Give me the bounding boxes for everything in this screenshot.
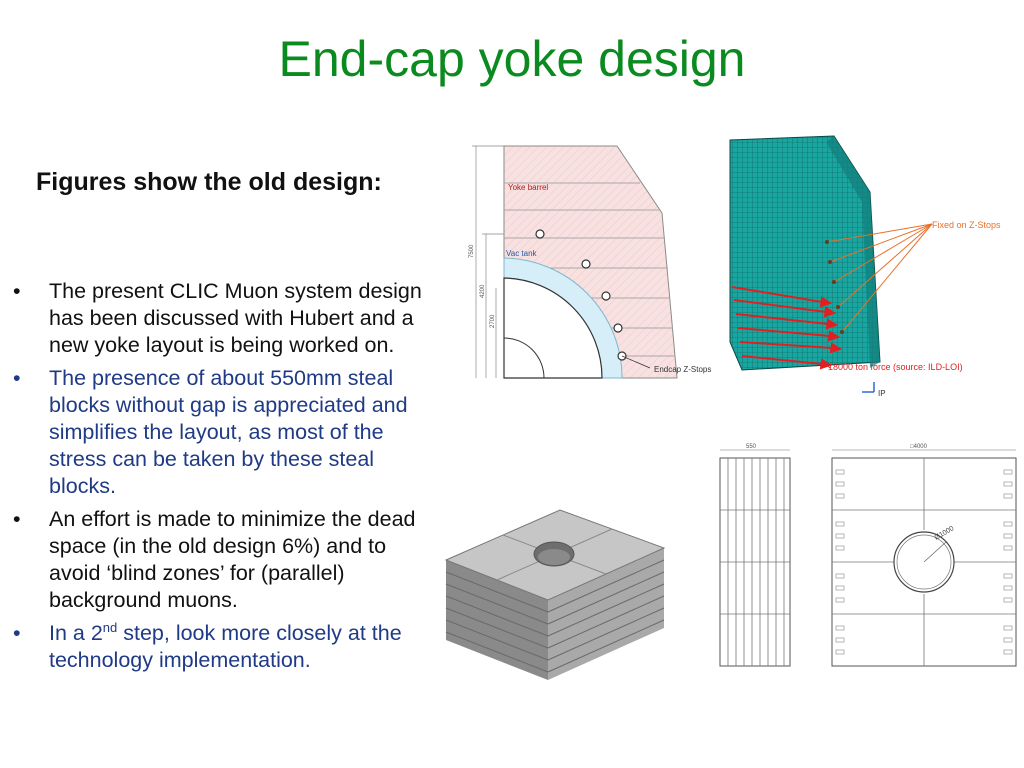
bullet-item: • The present CLIC Muon system design ha…: [10, 278, 440, 359]
bullet-text: An effort is made to minimize the dead s…: [49, 507, 416, 612]
fixed-label: Fixed on Z-Stops: [932, 220, 1001, 230]
bullet-text: In a 2nd step, look more closely at the …: [49, 619, 402, 672]
yoke-drawing-figure: 7500 4200 2700 Yoke barrel Vac tank Endc…: [462, 138, 714, 388]
bullet-text: The presence of about 550mm steal blocks…: [49, 366, 408, 498]
force-label: 18000 ton force (source: ILD-LOI): [828, 362, 963, 372]
dim-label: 4200: [480, 284, 486, 298]
slide-title: End-cap yoke design: [278, 31, 746, 87]
axis-label: IP: [878, 389, 886, 398]
vac-tank-label: Vac tank: [506, 249, 538, 258]
side-elevation-figure: 550: [719, 444, 791, 667]
dim-label: 2700: [490, 314, 496, 328]
bullet-item: • The presence of about 550mm steal bloc…: [10, 365, 440, 500]
slide-subtitle: Figures show the old design:: [36, 168, 382, 196]
iso-block-figure: [444, 509, 666, 680]
endcap-zstops-label: Endcap Z-Stops: [654, 365, 711, 374]
bullet-list: • The present CLIC Muon system design ha…: [10, 278, 440, 680]
bullet-marker: •: [13, 366, 21, 390]
bullet-text: The present CLIC Muon system design has …: [49, 279, 422, 357]
mesh-figure: Fixed on Z-Stops 18000 ton force (source…: [729, 135, 1001, 398]
bullet-marker: •: [13, 621, 21, 645]
bullet-item: • In a 2nd step, look more closely at th…: [10, 620, 440, 674]
bullet-marker: •: [13, 507, 21, 531]
bullet-item: • An effort is made to minimize the dead…: [10, 506, 440, 614]
dim-label: 7500: [469, 244, 475, 258]
dim-label: □4000: [910, 444, 928, 450]
plan-view-figure: □4000 Ø1000: [831, 444, 1017, 667]
yoke-barrel-label: Yoke barrel: [508, 183, 548, 192]
dim-label: 550: [746, 444, 757, 450]
bullet-marker: •: [13, 279, 21, 303]
